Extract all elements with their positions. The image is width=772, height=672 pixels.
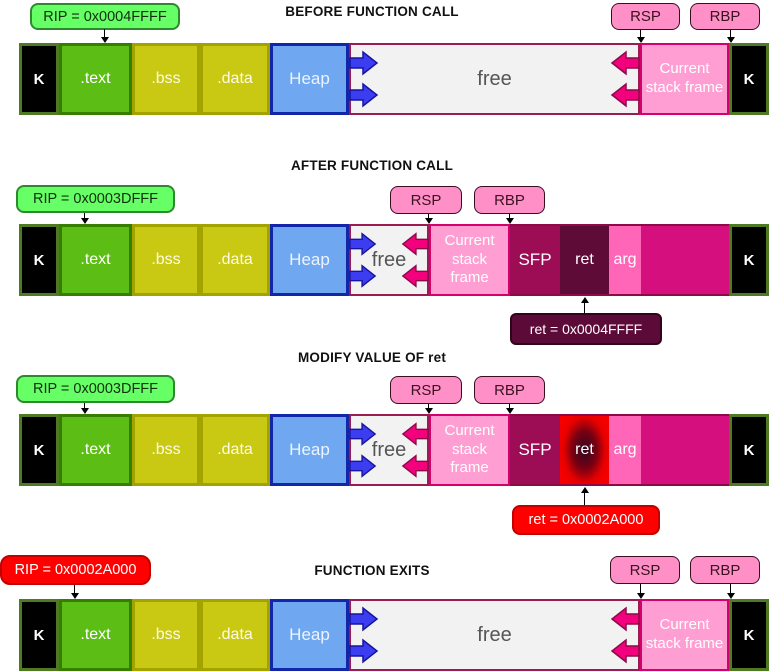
- segment-free-label: free: [371, 438, 407, 461]
- stack-growth-arrow-icon: [401, 232, 429, 256]
- segment-kernel: K: [729, 599, 769, 671]
- segment-kernel: K: [729, 43, 769, 115]
- stack-growth-arrow-icon: [401, 454, 429, 478]
- segment-text: .text: [59, 599, 132, 671]
- heap-growth-arrow-icon: [349, 232, 377, 256]
- rip-badge: RIP = 0x0003DFFF: [16, 185, 175, 213]
- segment-heap: Heap: [270, 43, 349, 115]
- segment-data: .data: [200, 224, 270, 296]
- rbp-badge: RBP: [690, 556, 760, 584]
- segment-kernel: K: [19, 43, 59, 115]
- heap-growth-arrow-icon: [349, 454, 377, 478]
- segment-bss: .bss: [132, 224, 200, 296]
- pointer-arrow-icon: [80, 403, 89, 414]
- memory-bar-after: K .text .bss .data Heap free Current sta…: [19, 224, 769, 296]
- segment-text: .text: [59, 414, 132, 486]
- pointer-arrow-icon: [580, 487, 589, 505]
- segment-free: free: [349, 599, 640, 671]
- segment-kernel: K: [19, 414, 59, 486]
- segment-bss: .bss: [132, 599, 200, 671]
- segment-heap: Heap: [270, 224, 349, 296]
- segment-sfp: SFP: [510, 414, 560, 486]
- segment-stack-frame: Current stack frame: [640, 599, 729, 671]
- heap-growth-arrow-icon: [349, 638, 379, 664]
- segment-kernel: K: [729, 414, 769, 486]
- heap-growth-arrow-icon: [349, 606, 379, 632]
- segment-stack-frame: Current stack frame: [429, 224, 510, 296]
- heap-growth-arrow-icon: [349, 82, 379, 108]
- memory-bar-before: K .text .bss .data Heap free Current sta…: [19, 43, 769, 115]
- segment-used-stack: [641, 414, 729, 486]
- rsp-badge: RSP: [610, 556, 680, 584]
- segment-data: .data: [200, 43, 270, 115]
- segment-ret-modified: ret: [560, 414, 609, 486]
- rbp-badge: RBP: [474, 376, 545, 404]
- pointer-arrow-icon: [636, 30, 645, 43]
- ret-value-badge: ret = 0x0002A000: [512, 505, 660, 535]
- pointer-arrow-icon: [505, 404, 514, 414]
- segment-data: .data: [200, 414, 270, 486]
- segment-ret: ret: [560, 224, 609, 296]
- stack-growth-arrow-icon: [401, 264, 429, 288]
- pointer-arrow-icon: [505, 214, 514, 224]
- rsp-badge: RSP: [390, 376, 462, 404]
- stack-growth-arrow-icon: [610, 606, 640, 632]
- pointer-arrow-icon: [424, 404, 433, 414]
- stack-growth-arrow-icon: [401, 422, 429, 446]
- memory-bar-exits: K .text .bss .data Heap free Current sta…: [19, 599, 769, 671]
- segment-text: .text: [59, 224, 132, 296]
- pointer-arrow-icon: [726, 584, 735, 599]
- pointer-arrow-icon: [424, 214, 433, 224]
- segment-free: free: [349, 414, 429, 486]
- segment-free-label: free: [477, 67, 512, 90]
- section-title-exits: FUNCTION EXITS: [314, 563, 430, 578]
- pointer-arrow-icon: [70, 585, 79, 599]
- pointer-arrow-icon: [580, 297, 589, 313]
- segment-kernel: K: [19, 599, 59, 671]
- rbp-badge: RBP: [474, 186, 545, 214]
- section-title-modify: MODIFY VALUE OF ret: [297, 350, 447, 365]
- stack-growth-arrow-icon: [610, 50, 640, 76]
- ret-value-badge: ret = 0x0004FFFF: [510, 313, 662, 345]
- segment-bss: .bss: [132, 43, 200, 115]
- heap-growth-arrow-icon: [349, 422, 377, 446]
- pointer-arrow-icon: [636, 584, 645, 599]
- rbp-badge: RBP: [690, 3, 760, 30]
- segment-bss: .bss: [132, 414, 200, 486]
- segment-data: .data: [200, 599, 270, 671]
- rsp-badge: RSP: [611, 3, 680, 30]
- segment-free-label: free: [371, 248, 407, 271]
- stack-growth-arrow-icon: [610, 638, 640, 664]
- segment-kernel: K: [19, 224, 59, 296]
- memory-bar-modify: K .text .bss .data Heap free Current sta…: [19, 414, 769, 486]
- rip-badge: RIP = 0x0003DFFF: [16, 375, 175, 403]
- pointer-arrow-icon: [100, 29, 109, 43]
- pointer-arrow-icon: [80, 213, 89, 224]
- section-title-before: BEFORE FUNCTION CALL: [285, 4, 459, 19]
- rip-badge: RIP = 0x0002A000: [0, 555, 151, 585]
- rip-badge: RIP = 0x0004FFFF: [30, 3, 180, 30]
- segment-free: free: [349, 224, 429, 296]
- segment-free: free: [349, 43, 640, 115]
- segment-arg: arg: [609, 414, 641, 486]
- heap-growth-arrow-icon: [349, 264, 377, 288]
- segment-heap: Heap: [270, 599, 349, 671]
- pointer-arrow-icon: [726, 30, 735, 43]
- segment-free-label: free: [477, 623, 512, 646]
- segment-stack-frame: Current stack frame: [640, 43, 729, 115]
- segment-sfp: SFP: [510, 224, 560, 296]
- section-title-after: AFTER FUNCTION CALL: [290, 158, 454, 173]
- stack-growth-arrow-icon: [610, 82, 640, 108]
- segment-text: .text: [59, 43, 132, 115]
- segment-arg: arg: [609, 224, 641, 296]
- segment-stack-frame: Current stack frame: [429, 414, 510, 486]
- segment-heap: Heap: [270, 414, 349, 486]
- rsp-badge: RSP: [390, 186, 462, 214]
- heap-growth-arrow-icon: [349, 50, 379, 76]
- segment-kernel: K: [729, 224, 769, 296]
- segment-used-stack: [641, 224, 729, 296]
